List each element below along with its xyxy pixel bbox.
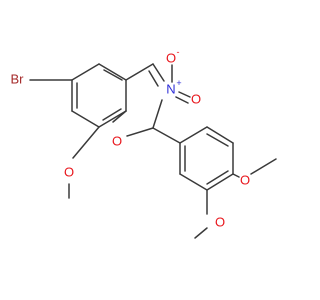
atom-br: Br [11,72,25,87]
bond-C2-C1p [152,127,181,144]
bond-C2p-C3p [179,173,208,191]
bond-C5p-C6p [206,126,234,144]
bond-O4p-Me [250,158,277,175]
bond-C3p-C4p-inner [206,170,229,185]
bond-C3p-C4p [206,173,234,191]
bonds [29,63,277,239]
bond-C6-C5 [71,63,100,81]
bond-O1-C8a [112,110,127,123]
bond-C2-O1 [126,127,154,137]
bond-C6p-C1p [179,126,208,144]
bond-N-O_b [178,91,191,98]
bond-C4-C3-inner [148,70,159,87]
bond-C8-C7 [71,110,100,128]
charge-n-plus: + [176,78,181,88]
atom-labels: Br O O N + O - O O O [11,47,251,230]
molecule-canvas: Br O O N + O - O O O [11,47,277,239]
bond-C4p-O4p [232,173,240,178]
molecule-structure: Br O O N + O - O O O [11,47,277,239]
bond-O3p-Me [194,227,208,239]
atom-o-nitro-b: O [191,92,201,107]
charge-o-minus: - [177,47,180,57]
bond-C8-O8 [72,126,100,159]
atom-o-methoxy-4p: O [240,173,250,188]
bond-C5-C4a [98,63,127,81]
atom-o-methoxy-3p: O [215,215,225,230]
atom-n-nitro: N [166,82,175,97]
bond-C8a-C8 [98,110,127,128]
bond-N-O_b-double [175,96,189,104]
bond-C4-C3 [152,63,165,82]
bond-C3-C2 [152,99,163,129]
bond-C8a-C8-inner [102,108,122,121]
bond-C4a-C4 [125,63,154,81]
atom-o-ring: O [112,134,122,149]
bond-C5p-C6p-inner [206,133,229,147]
atom-o-nitro-a: O [166,51,176,66]
atom-o-methoxy-8: O [64,165,74,180]
bond-C5-C4a-inner [103,69,123,81]
